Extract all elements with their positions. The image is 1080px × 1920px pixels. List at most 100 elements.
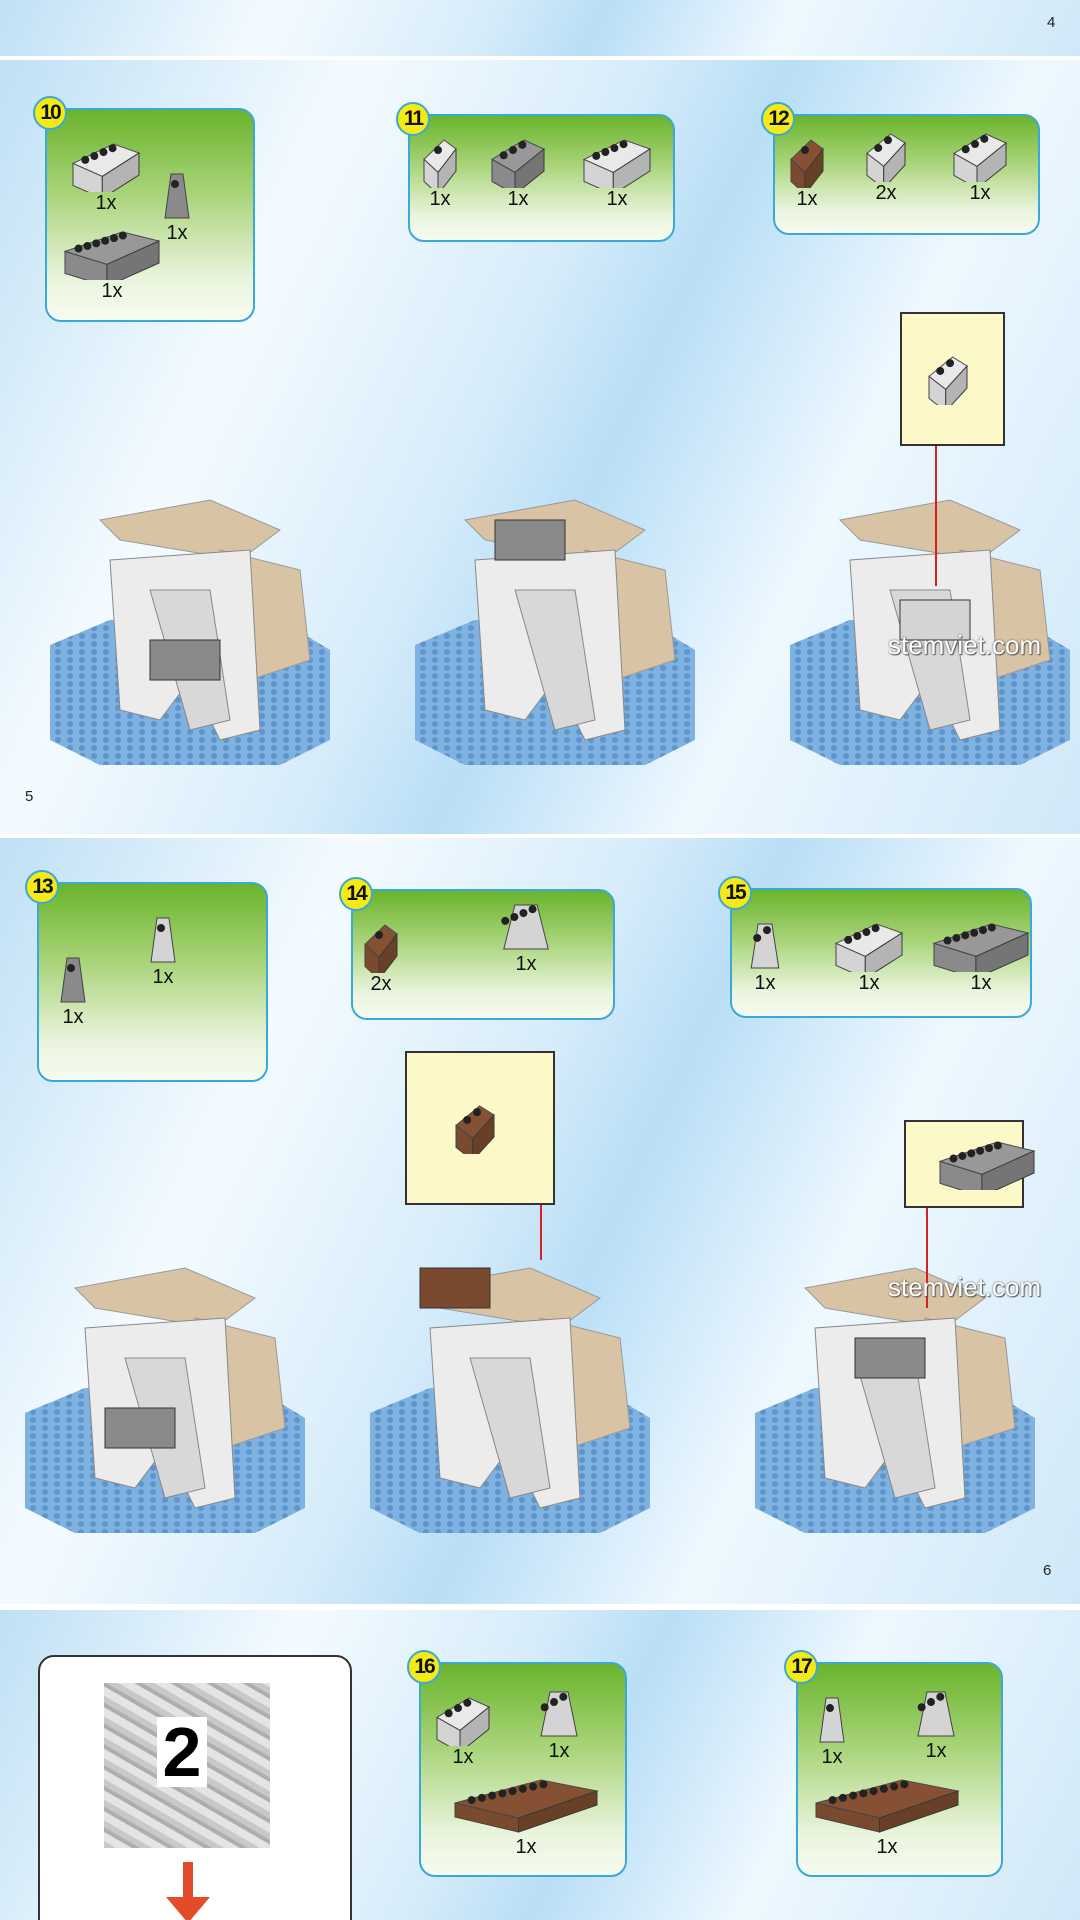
step-number-badge: 11 — [396, 102, 430, 136]
watermark: stemviet.com — [888, 1272, 1042, 1302]
part-item: 1x — [53, 954, 93, 1029]
part-item: 1x — [787, 136, 827, 211]
part-item: 1x — [930, 920, 1032, 995]
part-item: 1x — [433, 1694, 493, 1769]
step-14-parts-box: 14 2x 1x — [339, 877, 615, 1020]
brick-2x3-icon — [61, 228, 163, 280]
part-item: 1x — [529, 1688, 589, 1763]
part-item: 1x — [488, 136, 548, 211]
part-count: 1x — [821, 1746, 843, 1768]
part-count: 1x — [166, 222, 188, 244]
step-number-badge: 15 — [718, 876, 752, 910]
part-item: 2x — [361, 921, 401, 996]
part-count: 1x — [606, 188, 628, 210]
plate-1x1-icon — [787, 136, 827, 188]
part-item: 1x — [143, 914, 183, 989]
page-number: 6 — [1043, 1562, 1052, 1579]
brick-1x4-icon — [832, 920, 906, 972]
step-number-badge: 10 — [33, 96, 67, 130]
part-count: 2x — [370, 973, 392, 995]
part-count: 1x — [152, 966, 174, 988]
part-count: 1x — [515, 953, 537, 975]
page-4-strip: 4 — [0, 0, 1080, 56]
step-13-parts-box: 13 1x 1x — [25, 870, 268, 1082]
part-count: 1x — [62, 1006, 84, 1028]
part-count: 1x — [858, 972, 880, 994]
brick-2x3-icon — [930, 920, 1032, 972]
down-arrow-head-icon — [166, 1897, 210, 1920]
step-15-parts-box: 15 1x 1x 1x — [718, 876, 1032, 1018]
part-count: 1x — [925, 1740, 947, 1762]
part-count: 1x — [796, 188, 818, 210]
part-item: 2x — [863, 130, 909, 205]
part-item: 1x — [812, 1694, 852, 1769]
brick-1x2-icon — [863, 130, 909, 182]
down-arrow-icon — [183, 1862, 193, 1902]
watermark: stemviet.com — [888, 630, 1042, 660]
page-6: 6 stemviet.com 13 1x 1x 14 2x 1x 15 1x 1x 1x — [0, 838, 1080, 1604]
callout-box — [900, 312, 1005, 446]
part-count: 1x — [969, 182, 991, 204]
part-count: 1x — [429, 188, 451, 210]
brick-icon — [925, 353, 971, 413]
part-item: 1x — [742, 920, 788, 995]
step-11-parts-box: 11 1x 1x 1x — [396, 102, 675, 242]
plate-2x8-icon — [812, 1776, 962, 1836]
part-count: 1x — [507, 188, 529, 210]
brick-icon — [936, 1138, 1038, 1198]
part-count: 1x — [452, 1746, 474, 1768]
part-item: 1x — [451, 1776, 601, 1859]
brick-1x3-icon — [950, 130, 1010, 182]
model-assembly-illustration — [360, 1248, 660, 1553]
part-count: 1x — [515, 1836, 537, 1858]
model-assembly-illustration — [780, 480, 1080, 785]
part-count: 1x — [95, 192, 117, 214]
page-7: 2 16 1x 1x 1x 17 1x 1x 1x — [0, 1610, 1080, 1920]
arch-curved-icon — [529, 1688, 589, 1740]
red-arrow-icon — [540, 1205, 542, 1260]
part-count: 1x — [754, 972, 776, 994]
red-arrow-icon — [935, 446, 937, 586]
slope-tall-icon — [157, 170, 197, 222]
red-arrow-icon — [926, 1208, 928, 1308]
part-count: 1x — [548, 1740, 570, 1762]
callout-box — [904, 1120, 1036, 1208]
model-assembly-illustration — [15, 1248, 315, 1553]
part-count: 1x — [970, 972, 992, 994]
arch-icon — [489, 901, 563, 953]
model-assembly-illustration — [40, 480, 340, 785]
page-number: 4 — [1047, 14, 1056, 31]
step-number-badge: 16 — [407, 1650, 441, 1684]
part-item: 1x — [69, 140, 143, 215]
step-number-badge: 14 — [339, 877, 373, 911]
part-item: 1x — [832, 920, 906, 995]
part-count: 2x — [875, 182, 897, 204]
arch-curved-icon — [143, 914, 183, 966]
slope-icon — [812, 1694, 852, 1746]
step-17-parts-box: 17 1x 1x 1x — [784, 1650, 1003, 1877]
brick-1x1-icon — [420, 136, 460, 188]
slope-tall-icon — [53, 954, 93, 1006]
part-item: 1x — [580, 136, 654, 211]
plate-2x8-icon — [451, 1776, 601, 1836]
arch-curved-icon — [906, 1688, 966, 1740]
step-number-badge: 17 — [784, 1650, 818, 1684]
slope-inverted-icon — [742, 920, 788, 972]
part-item: 1x — [906, 1688, 966, 1763]
callout-box — [405, 1051, 555, 1205]
part-item: 1x — [61, 228, 163, 303]
part-item: 1x — [157, 170, 197, 245]
brick-icon — [452, 1102, 498, 1162]
part-item: 1x — [950, 130, 1010, 205]
brick-2x2-icon — [580, 136, 654, 188]
part-count: 1x — [101, 280, 123, 302]
model-assembly-illustration — [745, 1248, 1045, 1553]
part-count: 1x — [876, 1836, 898, 1858]
part-item: 1x — [812, 1776, 962, 1859]
parts-bag-panel: 2 — [38, 1655, 352, 1920]
step-16-parts-box: 16 1x 1x 1x — [407, 1650, 627, 1877]
part-item: 1x — [489, 901, 563, 976]
step-number-badge: 13 — [25, 870, 59, 904]
